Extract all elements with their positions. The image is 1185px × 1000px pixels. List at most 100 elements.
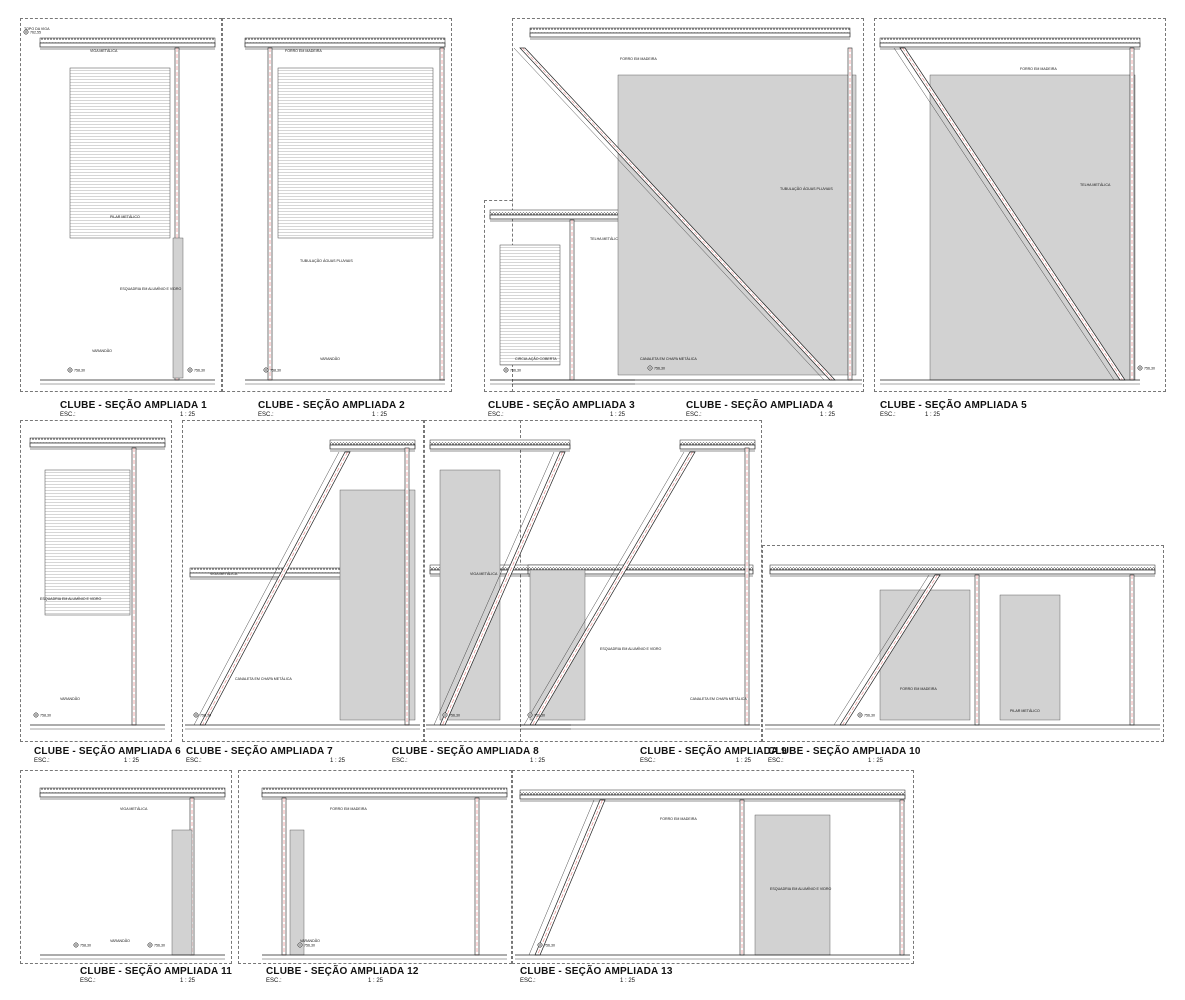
steel-beam xyxy=(29,442,166,448)
column-axis xyxy=(842,574,938,726)
level-value: 762,55 xyxy=(30,30,41,34)
roof-tiles xyxy=(29,437,166,444)
steel-beam xyxy=(489,214,631,220)
column-axis xyxy=(902,47,1123,381)
roof-tiles xyxy=(261,787,508,794)
roof-tiles xyxy=(39,787,226,794)
panel-scale-11: 1 : 25 xyxy=(180,978,196,984)
panel-scale-10: 1 : 25 xyxy=(868,758,884,764)
roof-tiles xyxy=(769,564,1156,571)
level-value: 756,30 xyxy=(304,943,315,947)
label-forro: FORRO EM MADEIRA xyxy=(285,49,322,53)
panel-title-7: CLUBE - SEÇÃO AMPLIADA 7 xyxy=(186,746,333,757)
steel-column xyxy=(739,799,745,956)
glazing-panel xyxy=(171,829,193,956)
panel-scale-5: 1 : 25 xyxy=(925,412,941,418)
panel-scale-7: 1 : 25 xyxy=(330,758,346,764)
panel-scale-label-6: ESC.: xyxy=(34,758,50,764)
panel-scale-label-12: ESC.: xyxy=(266,978,282,984)
glazing-panel xyxy=(999,594,1061,721)
steel-beam xyxy=(679,444,756,450)
column-axis xyxy=(202,451,348,726)
label-tubulacao: TUBULAÇÃO ÁGUAS PLUVIAIS xyxy=(780,186,833,191)
panel-title-6: CLUBE - SEÇÃO AMPLIADA 6 xyxy=(34,746,181,757)
roof-tiles xyxy=(39,37,216,44)
panel-title-8: CLUBE - SEÇÃO AMPLIADA 8 xyxy=(392,746,539,757)
roof-tiles xyxy=(527,564,754,571)
level-marker-icon xyxy=(503,367,509,373)
level-marker-icon xyxy=(297,942,303,948)
gutter-line xyxy=(193,451,340,726)
glazing-panel xyxy=(929,74,1136,381)
steel-column xyxy=(899,799,905,956)
panel-title-12: CLUBE - SEÇÃO AMPLIADA 12 xyxy=(266,966,419,977)
panel-scale-6: 1 : 25 xyxy=(124,758,140,764)
label-forro: FORRO EM MADEIRA xyxy=(660,817,697,821)
glazing-panel xyxy=(439,469,501,721)
label-varandao: VARANDÃO xyxy=(320,356,340,361)
steel-beam xyxy=(39,42,216,48)
level-value: 758,30 xyxy=(270,368,281,372)
panel-scale-label-2: ESC.: xyxy=(258,412,274,418)
level-value: 758,30 xyxy=(40,713,51,717)
roof-tiles xyxy=(329,439,416,446)
label-viga-metalica: VIGA METÁLICA xyxy=(470,572,498,576)
panel-scale-1: 1 : 25 xyxy=(180,412,196,418)
label-esquadria: ESQUADRIA EM ALUMÍNIO E VIDRO xyxy=(40,597,102,601)
label-esquadria: ESQUADRIA EM ALUMÍNIO E VIDRO xyxy=(120,287,182,291)
panel-title-3: CLUBE - SEÇÃO AMPLIADA 3 xyxy=(488,400,635,411)
label-varandao: VARANDÃO xyxy=(110,938,130,943)
wood-louver-panel xyxy=(69,67,171,239)
level-marker-icon xyxy=(147,942,153,948)
label-forro: FORRO EM MADEIRA xyxy=(330,807,367,811)
gutter-line xyxy=(523,451,685,726)
level-value: 756,30 xyxy=(1144,366,1155,370)
level-marker-icon xyxy=(1137,365,1143,371)
panel-scale-8: 1 : 25 xyxy=(530,758,546,764)
steel-beam xyxy=(519,794,906,800)
level-value: 756,30 xyxy=(534,713,545,717)
label-varandao: VARANDÃO xyxy=(92,348,112,353)
glazing-panel xyxy=(172,237,184,379)
panel-scale-label-9: ESC.: xyxy=(640,758,656,764)
label-viga-metalica: VIGA METÁLICA xyxy=(120,807,148,811)
panel-title-2: CLUBE - SEÇÃO AMPLIADA 2 xyxy=(258,400,405,411)
label-canaleta: CANALETA EM CHAPA METÁLICA xyxy=(690,697,747,701)
gutter-line xyxy=(433,451,555,726)
level-marker-icon xyxy=(33,712,39,718)
glazing-panel xyxy=(289,829,305,956)
level-marker-icon xyxy=(67,367,73,373)
roof-tiles xyxy=(679,439,756,446)
label-esquadria: ESQUADRIA EM ALUMÍNIO E VIDRO xyxy=(600,647,662,651)
panel-scale-3: 1 : 25 xyxy=(610,412,626,418)
level-marker-icon xyxy=(23,29,29,35)
panel-scale-label-1: ESC.: xyxy=(60,412,76,418)
label-esquadria: ESQUADRIA EM ALUMÍNIO E VIDRO xyxy=(770,887,832,891)
label-topo-viga: TOPO DA VIGA xyxy=(24,27,50,31)
roof-tiles xyxy=(529,27,851,34)
level-value: 756,30 xyxy=(449,713,460,717)
level-marker-icon xyxy=(263,367,269,373)
gutter-line xyxy=(528,799,595,956)
panel-scale-label-3: ESC.: xyxy=(488,412,504,418)
label-forro: FORRO EM MADEIRA xyxy=(900,687,937,691)
level-value: 758,30 xyxy=(74,368,85,372)
roof-tiles xyxy=(519,789,906,796)
label-circulacao: CIRCULAÇÃO COBERTA xyxy=(515,356,557,361)
panel-title-11: CLUBE - SEÇÃO AMPLIADA 11 xyxy=(80,966,233,977)
level-marker-icon xyxy=(442,712,448,718)
panel-scale-label-7: ESC.: xyxy=(186,758,202,764)
steel-beam xyxy=(244,42,446,48)
panel-scale-2: 1 : 25 xyxy=(372,412,388,418)
wood-louver-panel xyxy=(44,469,131,616)
label-pilar: PILAR METÁLICO xyxy=(110,215,140,219)
panel-title-10: CLUBE - SEÇÃO AMPLIADA 10 xyxy=(768,746,921,757)
label-tubulacao: TUBULAÇÃO ÁGUAS PLUVIAIS xyxy=(300,258,353,263)
roof-tiles xyxy=(429,439,571,446)
level-value: 756,30 xyxy=(194,368,205,372)
steel-beam xyxy=(769,569,1156,575)
column-axis xyxy=(532,451,693,726)
level-value: 756,30 xyxy=(864,713,875,717)
label-forro: FORRO EM MADEIRA xyxy=(620,57,657,61)
level-value: 756,30 xyxy=(200,713,211,717)
